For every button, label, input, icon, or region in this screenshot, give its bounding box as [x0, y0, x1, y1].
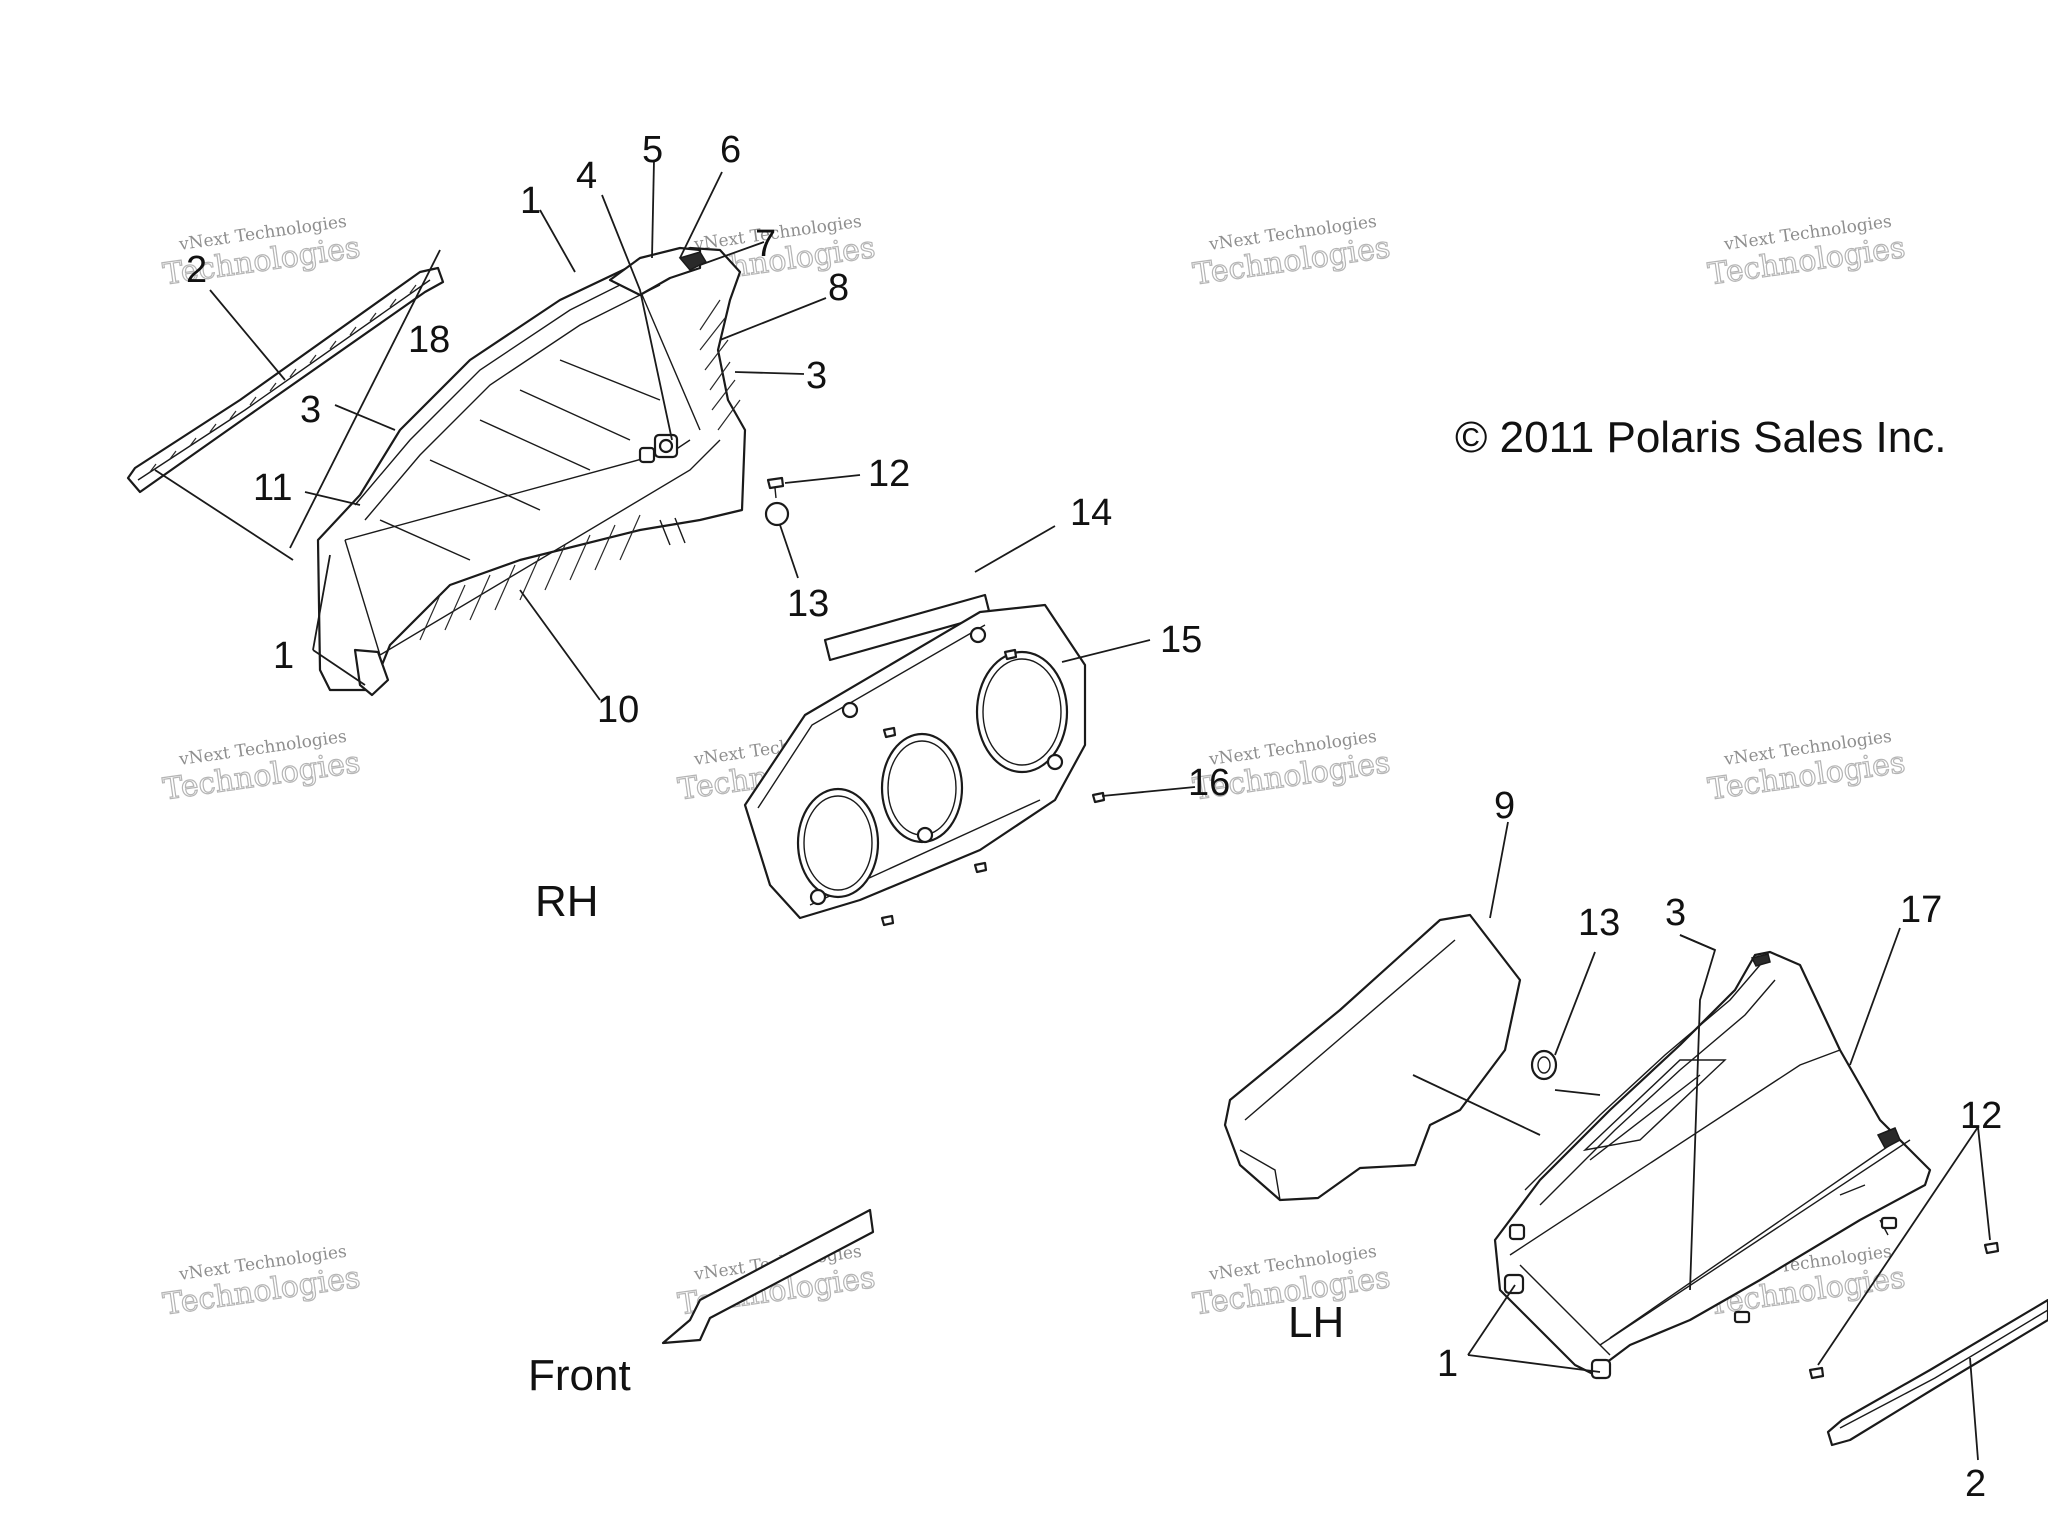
watermark: vNext Technologies Technologies — [1705, 727, 1908, 808]
lh-assembly — [1223, 821, 2048, 1461]
callout-labels: 2 1 4 5 6 7 8 18 3 3 11 12 14 13 15 1 10… — [186, 129, 2002, 1505]
callout-rh-13: 13 — [787, 583, 829, 625]
callout-lh-2: 2 — [1965, 1463, 1986, 1505]
callout-rh-3-left: 3 — [300, 389, 321, 431]
callout-lh-12: 12 — [1960, 1095, 2002, 1137]
front-arrow — [661, 1208, 875, 1345]
screws-lh-12 — [1808, 1241, 2000, 1380]
view-label-rh: RH — [535, 877, 599, 926]
callout-rh-4: 4 — [576, 155, 597, 197]
callout-rh-1-bottom: 1 — [273, 635, 294, 677]
dash-pod-lh — [1493, 950, 1932, 1380]
callout-rh-2: 2 — [186, 249, 207, 291]
callout-rh-14: 14 — [1070, 492, 1112, 534]
rh-assembly — [126, 159, 1196, 1345]
trim-strip-rh — [126, 266, 445, 494]
lh-leaders — [1412, 821, 1991, 1461]
callout-rh-6: 6 — [720, 129, 741, 171]
callout-rh-15: 15 — [1160, 619, 1202, 661]
view-label-lh: LH — [1288, 1298, 1344, 1347]
trim-strip-lh — [1826, 1298, 2048, 1447]
front-label: Front — [528, 1351, 631, 1400]
grommet-rh-13 — [764, 501, 790, 527]
dash-pod-rh — [316, 246, 747, 697]
callout-lh-3: 3 — [1665, 892, 1686, 934]
callout-lh-9: 9 — [1494, 785, 1515, 827]
screw-rh-12 — [766, 476, 785, 499]
callout-rh-3-right: 3 — [806, 355, 827, 397]
callout-rh-7: 7 — [755, 223, 776, 265]
watermark: vNext Technologies Technologies — [1190, 212, 1393, 293]
callout-rh-8: 8 — [828, 267, 849, 309]
watermark: vNext Technologies Technologies — [1705, 212, 1908, 293]
copyright-notice: © 2011 Polaris Sales Inc. — [1455, 413, 1946, 462]
watermark: vNext Technologies Technologies — [160, 1242, 363, 1323]
cover-pad-9 — [1223, 913, 1522, 1202]
grommet-lh-13 — [1530, 1049, 1558, 1081]
callout-rh-16: 16 — [1188, 762, 1230, 804]
callout-lh-17: 17 — [1900, 889, 1942, 931]
callout-lh-1: 1 — [1437, 1343, 1458, 1385]
watermark: vNext Technologies Technologies — [160, 727, 363, 808]
gauge-bezel-15 — [743, 603, 1106, 927]
callout-rh-5: 5 — [642, 129, 663, 171]
rh-leaders — [154, 159, 1196, 797]
callout-rh-10: 10 — [597, 689, 639, 731]
callout-lh-13: 13 — [1578, 902, 1620, 944]
callout-rh-12: 12 — [868, 453, 910, 495]
callout-rh-18: 18 — [408, 319, 450, 361]
callout-rh-1-top: 1 — [520, 180, 541, 222]
callout-rh-11: 11 — [253, 467, 292, 509]
